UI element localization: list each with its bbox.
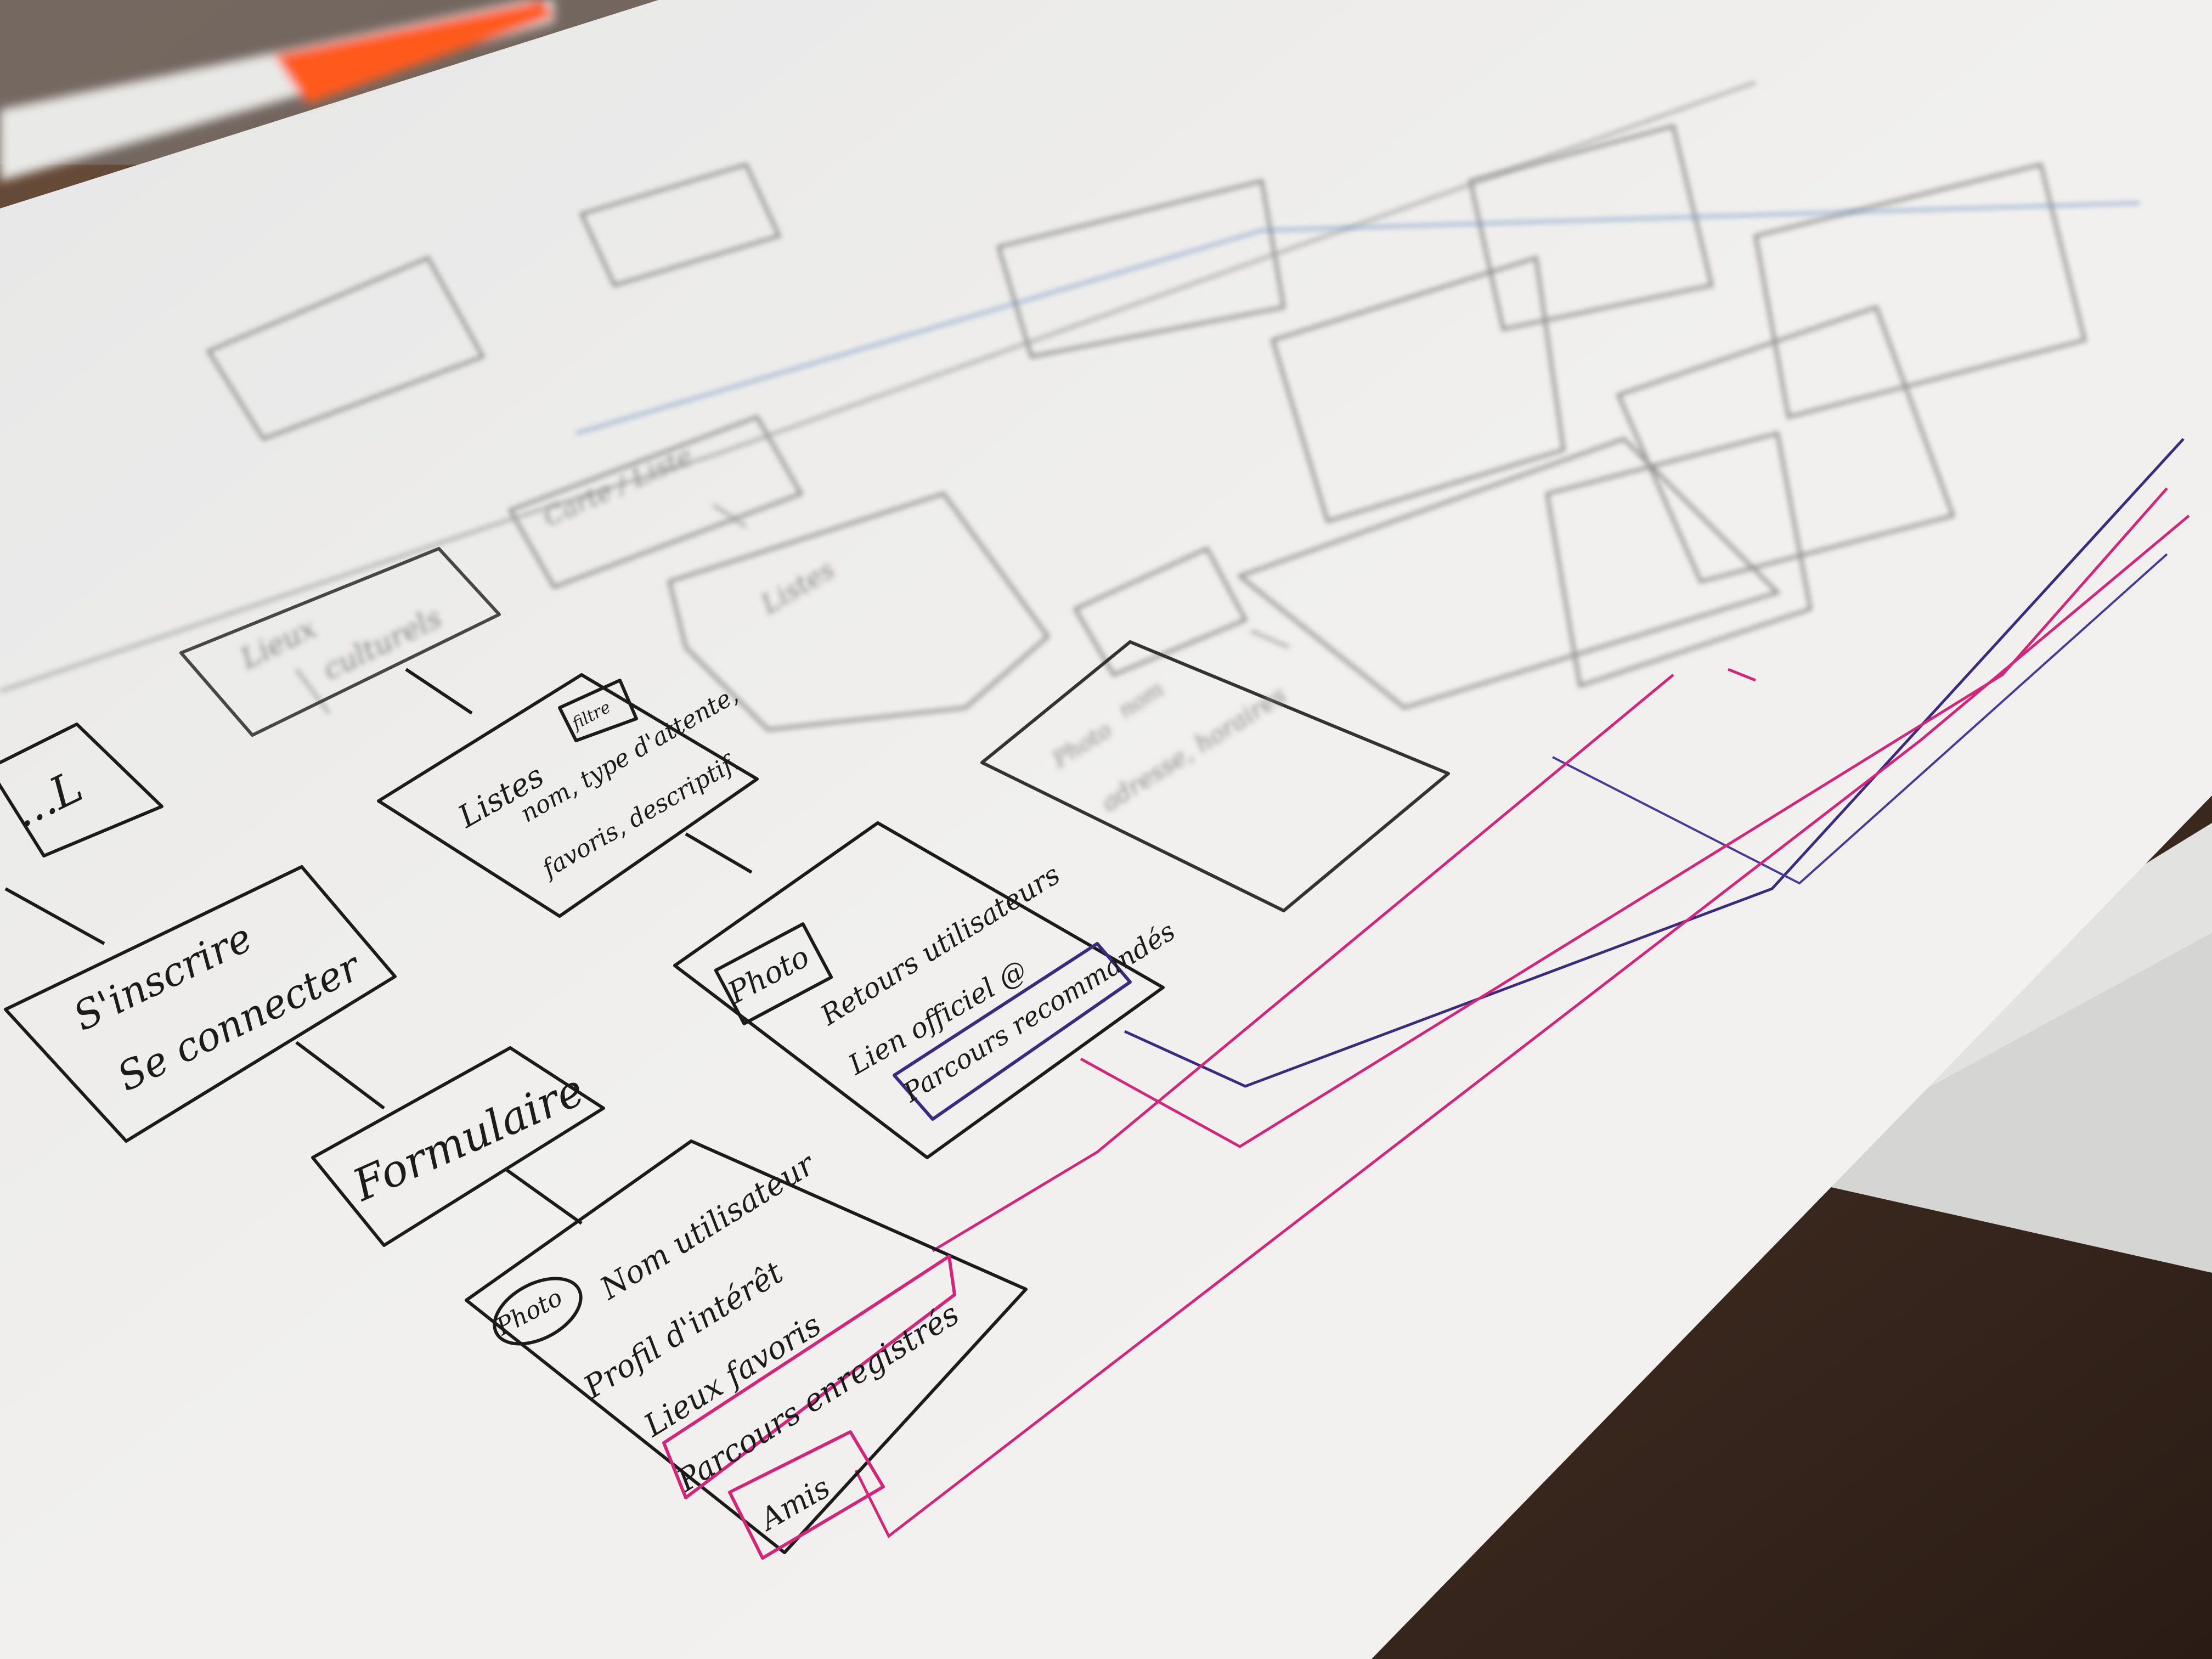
box-photo-adresse <box>980 640 1450 912</box>
connector-pink-1 <box>932 674 1674 1252</box>
box-formulaire <box>311 1046 605 1247</box>
parcours-highlight <box>893 942 1132 1121</box>
blurred-connectors <box>0 81 1756 714</box>
connector-line <box>504 1167 583 1225</box>
box-sinscrire <box>4 865 397 1143</box>
profil-highlight <box>662 1255 956 1499</box>
connector-purple-2 <box>1552 553 2168 885</box>
connector-purple-1 <box>1124 438 2185 1088</box>
connector-pink-4 <box>1728 668 1756 682</box>
paper-stack-edge <box>1810 933 2212 1273</box>
blurred-sketch-area <box>206 124 2087 732</box>
connector-line <box>4 887 105 945</box>
connector-pink-2 <box>1080 487 2168 1148</box>
amis-box <box>728 1430 885 1560</box>
connector-pink-3 <box>854 515 2190 1538</box>
filtre-badge <box>558 679 638 742</box>
photo-oval <box>493 1277 583 1346</box>
box-detail <box>673 821 1165 1159</box>
connector-line <box>685 832 753 874</box>
photo-frame <box>714 922 833 1025</box>
box-lieux <box>179 547 501 737</box>
box-listes <box>377 673 759 918</box>
connector-line <box>405 668 473 715</box>
connector-blue <box>575 202 2140 435</box>
orange-marker <box>0 0 554 181</box>
box-profil <box>465 1139 1028 1554</box>
connector-line <box>295 1041 385 1110</box>
box-left-fragment <box>0 723 163 857</box>
